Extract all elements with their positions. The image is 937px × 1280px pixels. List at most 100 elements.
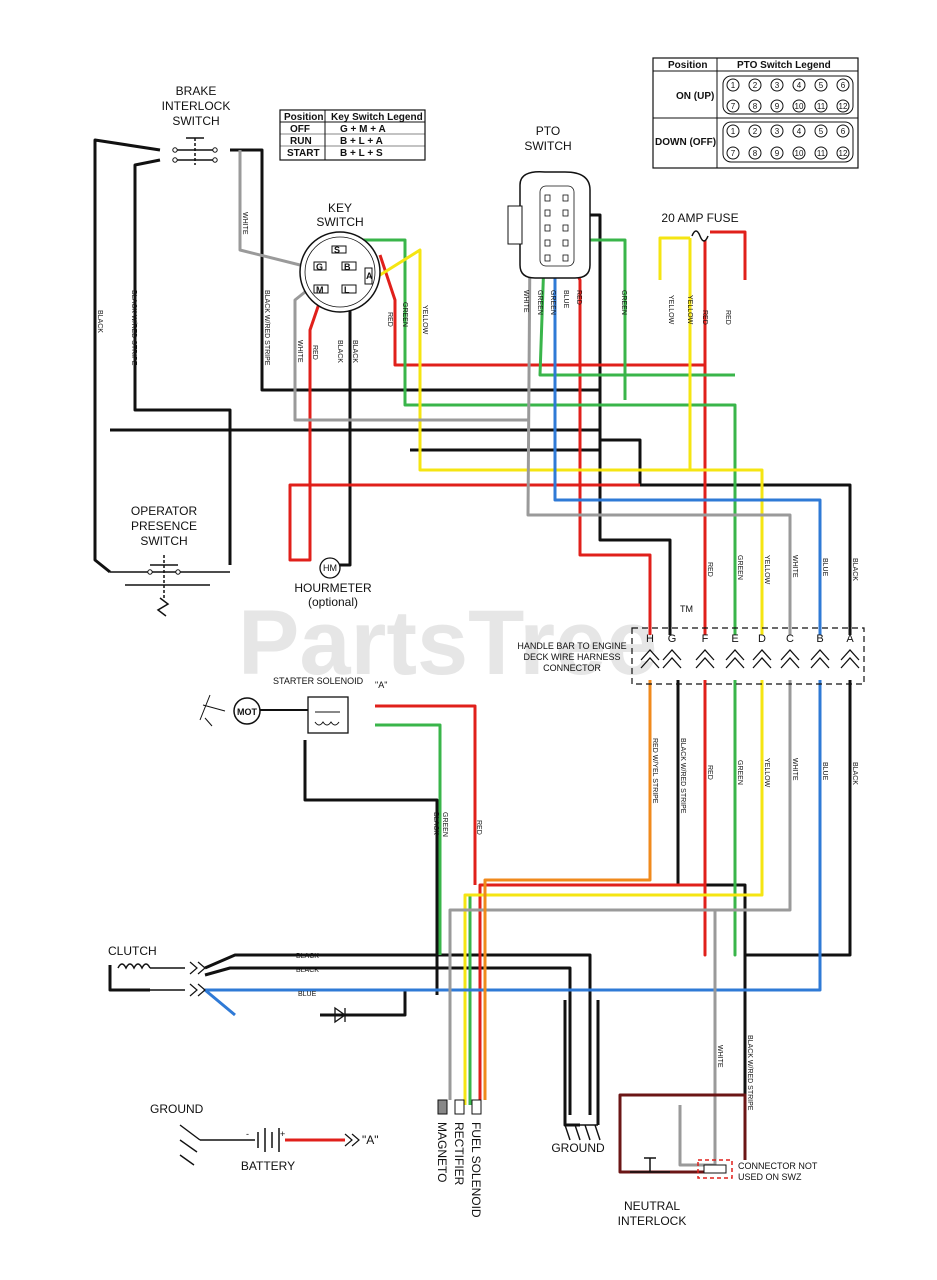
connector-pin-symbol: [840, 649, 860, 669]
watermark-tm: TM: [680, 604, 693, 614]
connector-pin-symbol: [640, 649, 660, 669]
neutral-title-2: INTERLOCK: [618, 1214, 687, 1228]
label-black-3: BLACK: [336, 340, 343, 363]
pto-pin-number: 4: [797, 127, 802, 136]
wire-white-pto: [526, 239, 792, 635]
hourmeter: HM HOURMETER (optional): [294, 557, 372, 609]
wire-red-solenoid: [375, 704, 477, 885]
brake-interlock-title-2: INTERLOCK: [162, 99, 231, 113]
wire-yellow-fuse: [658, 236, 690, 280]
brake-interlock-switch: BRAKE INTERLOCK SWITCH: [162, 84, 231, 165]
label-green-5: GREEN: [736, 555, 743, 580]
label-blue-1: BLUE: [562, 290, 569, 309]
clutch-title: CLUTCH: [108, 944, 157, 958]
wire-red-pto: [568, 259, 652, 635]
label-green-2: GREEN: [536, 290, 543, 315]
label-yellow-5: YELLOW: [763, 758, 770, 788]
pto-pin-1-down: [726, 124, 740, 138]
pto-pin-11-down: [814, 146, 828, 160]
label-green-6: GREEN: [736, 760, 743, 785]
label-white-4: WHITE: [791, 555, 798, 578]
key-switch: KEY SWITCH S G B A M L: [299, 201, 381, 313]
pto-pin-4-down: [792, 124, 806, 138]
pto-pin-5-down: [814, 124, 828, 138]
pto-pin-number: 8: [753, 102, 758, 111]
brake-interlock-title-3: SWITCH: [172, 114, 219, 128]
ground-left-title: GROUND: [150, 1102, 204, 1116]
pto-pin-number: 2: [753, 127, 758, 136]
wire-black-brake-left: [93, 138, 161, 574]
battery-title: BATTERY: [241, 1159, 295, 1173]
engine-components: MAGNETO RECTIFIER FUEL SOLENOID GROUND: [435, 1099, 605, 1218]
pto-pin-number: 11: [817, 102, 826, 111]
key-legend-row-start: START: [287, 148, 320, 159]
pto-pin-10-on: [792, 99, 806, 113]
operator-title-2: PRESENCE: [131, 519, 197, 533]
label-yellow-1: YELLOW: [421, 305, 428, 335]
wire-green-pin-e-down: [468, 680, 737, 1105]
key-terminal-l: L: [344, 285, 350, 295]
connector-pin-symbol: [810, 649, 830, 669]
wire-black-diode: [320, 990, 407, 1017]
pto-pin-7-on: [726, 99, 740, 113]
label-white-3: WHITE: [522, 290, 529, 313]
pto-pin-2-down: [748, 124, 762, 138]
pto-switch: PTO SWITCH: [507, 124, 591, 279]
pto-pin-9-down: [770, 146, 784, 160]
label-black-1: BLACK: [96, 310, 103, 333]
connector-pin-a: A: [846, 633, 854, 645]
connector-pin-e: E: [731, 633, 738, 645]
label-black-4: BLACK: [351, 340, 358, 363]
pto-pin-number: 6: [841, 81, 846, 90]
label-black-9: BLACK: [296, 967, 319, 974]
label-red-yel: RED W/YEL STRIPE: [651, 738, 658, 804]
battery-plus: +: [280, 1129, 285, 1139]
label-green-1: GREEN: [401, 302, 408, 327]
magneto-label: MAGNETO: [435, 1122, 449, 1182]
watermark: PartsTree: [238, 592, 657, 694]
operator-title-1: OPERATOR: [131, 504, 198, 518]
neutral-interlock: NEUTRAL INTERLOCK CONNECTOR NOT USED ON …: [618, 1157, 818, 1228]
wire-black-clutch-2: [204, 966, 572, 1115]
pto-pin-7-down: [726, 146, 740, 160]
pto-pin-number: 12: [839, 149, 848, 158]
key-terminal-s: S: [334, 245, 340, 255]
label-black-red-3: BLACK W/RED STRIPE: [746, 1035, 753, 1111]
label-green-3: GREEN: [549, 290, 556, 315]
key-terminal-g: G: [316, 262, 323, 272]
label-black-red-2: BLACK W/RED STRIPE: [679, 738, 686, 814]
wire-black-pin-g-down: [676, 680, 747, 1155]
motor-label: MOT: [237, 707, 257, 717]
key-terminal-a: A: [366, 271, 373, 281]
label-red-1: RED: [311, 345, 318, 360]
label-red-6: RED: [706, 562, 713, 577]
label-blue-2: BLUE: [821, 558, 828, 577]
pto-switch-title-2: SWITCH: [524, 139, 571, 153]
key-legend-row-off: OFF: [290, 124, 310, 135]
wire-red-keyswitch: [288, 294, 640, 562]
key-legend-header-position: Position: [284, 112, 323, 123]
brake-interlock-title-1: BRAKE: [176, 84, 217, 98]
label-black-6: BLACK: [851, 762, 858, 785]
wire-green-solenoid: [375, 723, 442, 955]
label-red-4: RED: [701, 310, 708, 325]
wire-black-clutch-1: [204, 953, 592, 1115]
pto-pin-number: 10: [795, 149, 804, 158]
neutral-title-1: NEUTRAL: [624, 1199, 680, 1213]
battery-ref: "A": [362, 1133, 379, 1147]
harness-title-2: DECK WIRE HARNESS: [523, 652, 620, 662]
operator-title-3: SWITCH: [140, 534, 187, 548]
key-legend-row-off-value: G + M + A: [340, 124, 386, 135]
label-black-5: BLACK: [851, 558, 858, 581]
pto-pin-6-down: [836, 124, 850, 138]
starter-solenoid: STARTER SOLENOID "A" MOT: [199, 676, 387, 734]
pto-pin-number: 2: [753, 81, 758, 90]
pto-pin-number: 5: [819, 127, 824, 136]
label-white-1: WHITE: [241, 212, 248, 235]
pto-pin-6-on: [836, 78, 850, 92]
pto-pin-1-on: [726, 78, 740, 92]
connector-pin-b: B: [816, 633, 823, 645]
connector-pin-symbol: [725, 649, 745, 669]
wire-black-pin-a-down: [745, 680, 852, 957]
label-red-5: RED: [724, 310, 731, 325]
